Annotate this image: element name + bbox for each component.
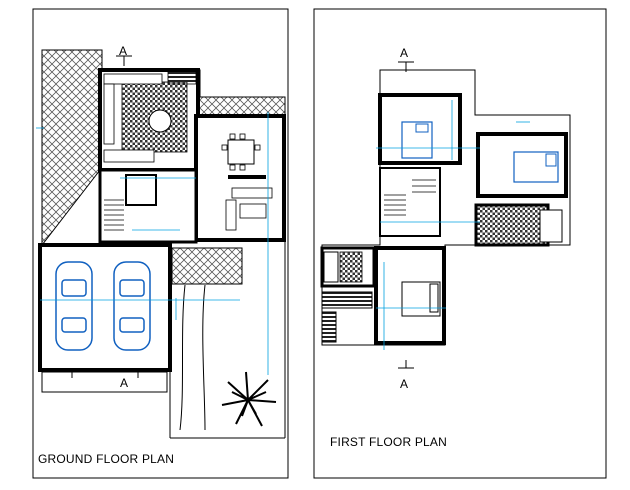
walkway-curve-2 bbox=[179, 284, 186, 431]
gate-bottom bbox=[41, 371, 168, 393]
bathroom-left-tiles bbox=[339, 251, 363, 283]
dining-chairs bbox=[221, 133, 261, 171]
ground-stairs bbox=[104, 199, 124, 231]
first-dimension-lines bbox=[376, 100, 530, 350]
ground-section-marker-bottom: A bbox=[120, 376, 128, 390]
first-floor-outline bbox=[321, 69, 571, 346]
bathtub-left bbox=[323, 251, 339, 283]
bathroom-right bbox=[474, 203, 550, 247]
dining-table bbox=[227, 139, 255, 165]
car-left bbox=[55, 261, 93, 351]
ground-section-cut bbox=[71, 55, 139, 378]
round-dining-table bbox=[148, 109, 172, 133]
ground-floor-title: GROUND FLOOR PLAN bbox=[38, 452, 174, 466]
bed-1 bbox=[401, 121, 433, 159]
tv-console bbox=[228, 175, 266, 179]
first-section-marker-top: A bbox=[400, 46, 408, 60]
first-stair-hall bbox=[379, 167, 441, 237]
bed-2-pillow bbox=[545, 153, 557, 167]
kitchen-counter-bottom bbox=[103, 149, 155, 163]
ground-dimension-lines bbox=[36, 112, 269, 375]
first-floor-frame bbox=[313, 8, 607, 479]
palm-tree-icon bbox=[221, 371, 277, 427]
first-floor-plan: A A FIRST FLOOR PLAN bbox=[313, 8, 607, 479]
bed-3-pillow bbox=[429, 283, 439, 313]
kitchen-counter-left bbox=[103, 83, 115, 145]
kitchen-appliance-block bbox=[167, 69, 197, 85]
ground-floor-frame bbox=[32, 8, 289, 479]
car-right bbox=[113, 261, 151, 351]
bed-3 bbox=[401, 281, 441, 317]
ground-wc bbox=[125, 174, 157, 206]
first-section-marker-bottom: A bbox=[400, 377, 408, 391]
kitchen-counter-top bbox=[103, 73, 163, 85]
bed-1-pillow bbox=[415, 123, 429, 133]
bathtub-right bbox=[539, 209, 563, 243]
closet-left bbox=[321, 291, 373, 309]
first-floor-title: FIRST FLOOR PLAN bbox=[330, 435, 447, 449]
closet-lower bbox=[321, 311, 337, 343]
entrance-hatch bbox=[171, 247, 243, 285]
walkway-curve bbox=[202, 284, 206, 431]
living-sofa-set bbox=[225, 187, 273, 231]
first-section-cut bbox=[398, 61, 414, 369]
ground-floor-plan: A A GROUND FLOOR PLAN bbox=[32, 8, 289, 479]
ground-section-marker-top: A bbox=[119, 44, 127, 58]
bed-2 bbox=[513, 151, 559, 183]
first-stairs bbox=[384, 179, 436, 216]
